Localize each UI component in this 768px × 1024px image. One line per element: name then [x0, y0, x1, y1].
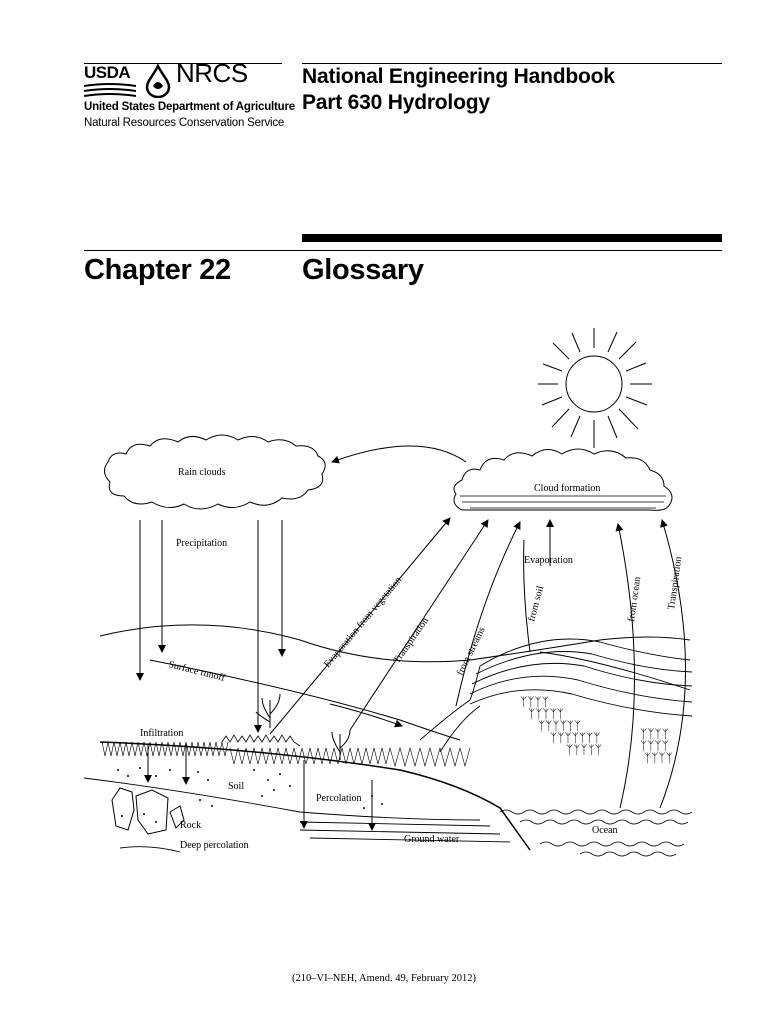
handbook-title-line2: Part 630 Hydrology	[302, 91, 490, 114]
grass-strip	[221, 734, 301, 747]
svg-text:ᛉᛉᛉᛉᛉᛉ: ᛉᛉᛉᛉᛉᛉ	[538, 719, 581, 733]
svg-text:ᛉᛉᛉᛉ: ᛉᛉᛉᛉ	[644, 751, 673, 765]
precipitation-arrows	[136, 520, 286, 733]
header-top-rule	[302, 63, 722, 64]
terrain-contours	[419, 638, 693, 753]
rain-cloud	[104, 434, 326, 510]
svg-text:ᛉᛉᛉᛉᛉ: ᛉᛉᛉᛉᛉ	[566, 743, 602, 757]
page-footer: (210–VI–NEH, Amend. 49, February 2012)	[291, 973, 476, 984]
nrcs-logo-text: NRCS	[176, 58, 248, 88]
svg-text:ᛉᛉᛉᛉᛉ: ᛉᛉᛉᛉᛉ	[528, 707, 564, 721]
handbook-title-line1: National Engineering Handbook	[302, 65, 615, 88]
rain-clouds-label: Rain clouds	[178, 467, 226, 478]
svg-text:ᛉᛉᛉᛉᛉᛉᛉ: ᛉᛉᛉᛉᛉᛉᛉ	[550, 731, 600, 745]
cloud-transport-arrow	[331, 445, 467, 464]
rock-formation	[111, 787, 185, 835]
from-streams-label: from streams	[455, 625, 488, 677]
usda-logo-text: USDA	[84, 63, 131, 82]
cloud-formation-label: Cloud formation	[534, 483, 600, 494]
evaporation-arrows	[269, 517, 686, 809]
svg-text:ᛉᛉᛉᛉ: ᛉᛉᛉᛉ	[520, 695, 549, 709]
precipitation-label: Precipitation	[176, 538, 227, 549]
deep-percolation-label: Deep percolation	[180, 840, 249, 851]
evaporation-label: Evaporation	[524, 555, 573, 566]
agency-name: United States Department of Agriculture	[84, 101, 295, 113]
transpiration-label-2: Transpiration	[666, 556, 684, 611]
from-soil-label: from soil	[526, 585, 546, 623]
evap-vegetation-label: Evaporation from vegetation	[322, 575, 404, 670]
soil-label: Soil	[228, 781, 244, 792]
ocean-waves	[499, 809, 693, 857]
cloud-base-lines	[460, 495, 666, 509]
water-drop-icon	[145, 64, 171, 98]
usda-logo-underline	[84, 83, 136, 97]
horizon-line	[99, 624, 691, 663]
cloud-formation-cloud	[453, 448, 673, 511]
plant-icon	[255, 693, 351, 760]
chapter-thick-rule	[302, 234, 722, 242]
surface-runoff-label: Surface runoff	[167, 659, 226, 684]
surface-runoff-arrow	[329, 703, 403, 728]
sun-icon	[538, 328, 652, 448]
transpiration-label-1: Transpiration	[391, 616, 431, 666]
ground-surface	[99, 741, 531, 851]
ground-water-layers	[83, 777, 511, 853]
rock-label: Rock	[180, 820, 201, 831]
percolation-label: Percolation	[316, 793, 362, 804]
forest-symbols: ᛉᛉᛉᛉ ᛉᛉᛉᛉᛉ ᛉᛉᛉᛉᛉᛉ ᛉᛉᛉᛉᛉᛉᛉ ᛉᛉᛉᛉᛉ ᛉᛉᛉᛉ ᛉᛉᛉ…	[520, 695, 673, 765]
service-name: Natural Resources Conservation Service	[84, 117, 285, 129]
infiltration-label: Infiltration	[140, 728, 183, 739]
svg-text:ᛉᛉᛉᛉ: ᛉᛉᛉᛉ	[640, 727, 669, 741]
soil-dots	[117, 767, 383, 823]
logo-top-rule	[84, 63, 282, 64]
ground-hatch	[101, 741, 471, 768]
chapter-number: Chapter 22	[84, 254, 231, 286]
chapter-thin-rule	[84, 250, 722, 251]
ocean-label: Ocean	[592, 825, 618, 836]
chapter-title: Glossary	[302, 254, 424, 286]
handbook-title: National Engineering Handbook Part 630 H…	[302, 64, 615, 116]
hill-slope	[149, 659, 461, 741]
infiltration-arrows	[144, 744, 376, 831]
svg-text:ᛉᛉᛉᛉ: ᛉᛉᛉᛉ	[640, 739, 669, 753]
from-ocean-label: from ocean	[626, 576, 643, 622]
ground-water-label: Ground water	[404, 834, 460, 845]
